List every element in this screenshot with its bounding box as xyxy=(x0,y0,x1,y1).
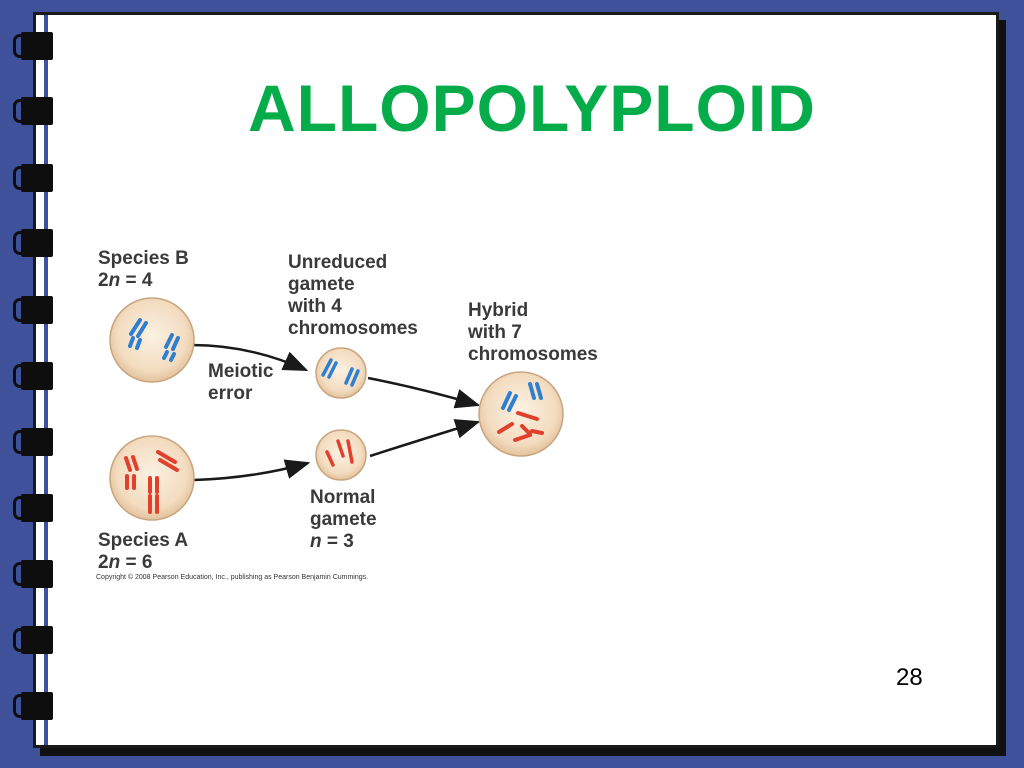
meiotic-error-label: Meiotic error xyxy=(208,361,274,404)
normal-gamete-label: Normal gamete n = 3 xyxy=(310,487,377,552)
arrow-unreduced-to-hybrid xyxy=(367,376,481,409)
binder-ring xyxy=(13,626,53,654)
arrow-normal-to-hybrid xyxy=(369,419,481,458)
binder-ring xyxy=(13,164,53,192)
hybrid-red-chromosomes xyxy=(497,411,544,442)
species-a-chromosomes xyxy=(124,450,179,514)
binder-ring xyxy=(13,362,53,390)
binder-ring xyxy=(13,296,53,324)
unreduced-gamete-label: Unreduced gamete with 4 chromosomes xyxy=(288,252,418,339)
species-b-cell xyxy=(109,297,195,383)
binder-ring xyxy=(13,494,53,522)
arrow-a-to-normal xyxy=(193,459,311,482)
binder-ring xyxy=(13,428,53,456)
binder-ring xyxy=(13,32,53,60)
page-number: 28 xyxy=(896,664,923,691)
species-b-label: Species B 2n = 4 xyxy=(98,248,189,291)
binder-ring xyxy=(13,97,53,125)
unreduced-gamete-chromosomes xyxy=(321,358,360,387)
binder-ring xyxy=(13,692,53,720)
binder-ring xyxy=(13,229,53,257)
species-b-chromosomes xyxy=(128,318,180,362)
hybrid-label: Hybrid with 7 chromosomes xyxy=(468,300,598,365)
slide-title: ALLOPOLYPLOID xyxy=(248,71,816,145)
arrow-b-to-unreduced xyxy=(191,343,309,372)
hybrid-blue-chromosomes xyxy=(501,382,543,412)
binder-ring xyxy=(13,560,53,588)
normal-gamete-chromosomes xyxy=(325,439,354,467)
copyright-notice: Copyright © 2008 Pearson Education, Inc.… xyxy=(96,574,369,581)
species-a-label: Species A 2n = 6 xyxy=(98,530,189,573)
